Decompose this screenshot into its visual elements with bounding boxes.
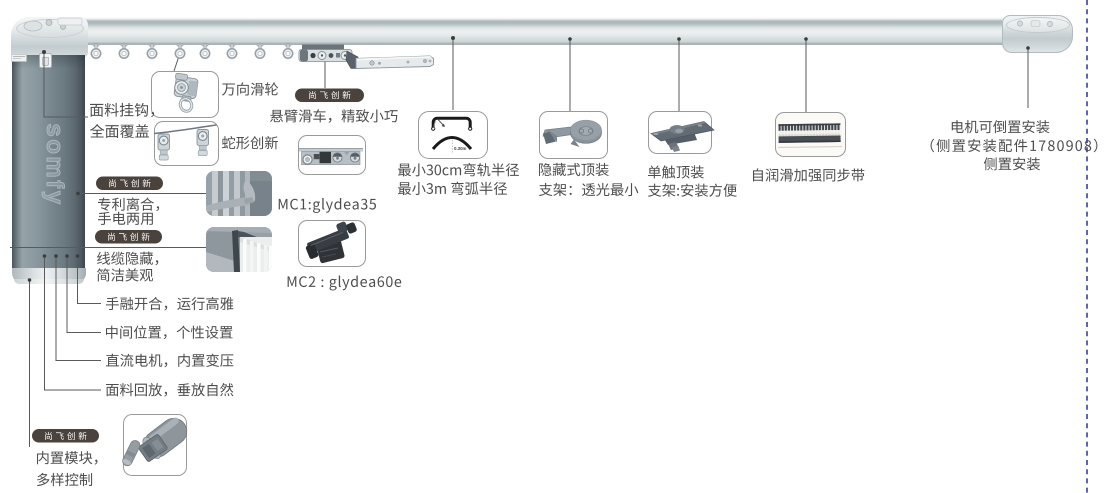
svg-text:0.30m: 0.30m — [454, 146, 467, 151]
